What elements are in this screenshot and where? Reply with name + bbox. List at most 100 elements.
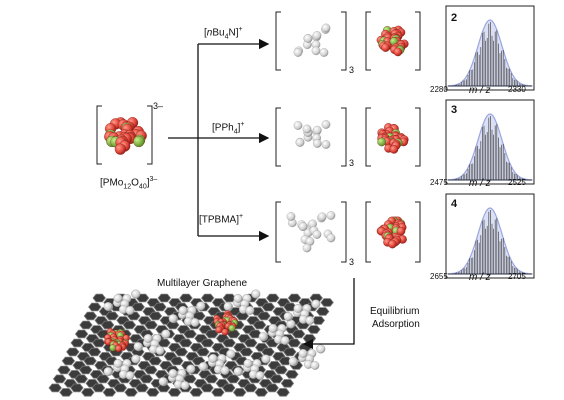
graphene-hexagon [283,347,297,357]
graphene-hexagon [91,383,106,393]
cation-3-end: ] [236,214,240,226]
graphene-hexagon [244,338,258,348]
cation-1-main: Bu [212,27,225,39]
mass-spectra [445,5,535,279]
graphene-hexagon [48,383,62,393]
cluster-model-3 [376,216,407,249]
bracket-subscript-3: 3 [349,257,355,267]
graphene-hexagon [269,374,284,384]
graphene-hexagon [167,388,182,397]
graphene-hexagon [315,307,330,316]
graphene-hexagon [174,347,189,357]
graphene-hexagon [61,356,76,366]
graphene-hexagon [261,347,275,357]
graphene-hexagon [287,293,302,303]
spectrum-3-xmax: 2705 [508,272,526,281]
graphene-hexagon [280,379,295,388]
spectrum-3-number: 4 [451,198,458,210]
spectrum-1-axis-label: m / z [469,85,491,96]
cluster-bracket-right-2 [415,107,421,167]
cation-2-sup: + [240,121,245,128]
graphene-hexagon [170,356,184,366]
graphene-hexagon [88,302,102,312]
spectrum-3-xmin: 2655 [430,272,448,281]
spectrum-1-xmax: 2330 [508,85,526,94]
graphene-hexagon [183,329,197,339]
graphene-hexagon [196,347,210,357]
adsorbed-cation [158,364,196,390]
graphene-hexagon [189,388,203,397]
cation-2-main: PPh [214,122,234,134]
precursor-formula-mid: O [131,177,139,189]
graphene-hexagon [283,302,297,312]
graphene-hexagon [81,388,95,397]
cation-2-end: ] [237,122,241,134]
adsorbed-cation [103,289,141,315]
cation-model-2 [293,120,331,149]
graphene-hexagon [92,338,106,348]
graphene-hexagon [320,298,334,307]
adsorbed-cation [103,354,141,380]
spectrum-3-axis-label: m / z [469,272,491,283]
graphene-hexagon [252,320,267,330]
graphene-hexagon [139,374,154,384]
graphene-hexagon [205,329,219,339]
graphene-hexagon [148,311,163,321]
adsorbed-cation [168,301,206,327]
molecule-brackets [96,11,421,263]
graphene-hexagon [79,320,93,330]
spectrum-envelope-2 [447,113,533,181]
graphene-hexagon [287,338,301,348]
cation-bracket-left-2 [275,107,281,167]
spectrum-2-number: 3 [451,104,458,116]
adsorption-label-line2: Adsorption [372,319,420,330]
cation-label-2: [PPh4]+ [212,121,244,135]
graphene-hexagon [179,293,193,303]
cation-bracket-right-2 [341,107,347,167]
graphene-hexagon [122,320,137,330]
reaction-arrows [168,38,355,350]
cation-1-bracket: [ [204,27,207,39]
cluster-bracket-right-3 [415,201,421,263]
adsorbed-cation [283,299,321,325]
cation-2-bracket: [ [212,122,215,134]
precursor-formula-sup: 3– [149,176,158,183]
adsorbed-cation [288,344,326,370]
precursor-bracket-left [96,105,102,165]
cation-label-1: [nBu4N]+ [204,26,243,40]
graphene-hexagon [276,388,290,397]
graphene-hexagon [83,311,98,321]
adsorption-arrow [302,278,355,350]
graphene-hexagon [146,388,160,397]
adsorbed-cation [198,349,236,375]
precursor-charge: 3– [153,101,164,111]
graphene-hexagon [302,334,317,343]
graphene-hexagon [200,338,215,348]
graphene-hexagon [78,365,93,375]
cluster-bracket-left-1 [365,11,371,71]
cation-bracket-left-3 [275,201,281,263]
graphene-hexagon [83,356,97,366]
cation-1-italic: n [206,27,213,39]
spectrum-1-xmin: 2280 [430,85,448,94]
graphene-hexagon [124,388,138,397]
graphene-hexagon [70,338,84,348]
graphene-hexagon [222,293,237,303]
graphene-hexagon [211,388,225,397]
graphene-hexagon [113,383,128,393]
graphene-hexagon [52,374,67,384]
precursor-formula: [PMo12O40]3– [100,176,157,190]
graphene-hexagon [96,374,110,384]
cation-bracket-left-1 [275,11,281,71]
cation-model-3 [286,211,336,253]
graphene-hexagon [102,388,117,397]
adsorbed-cation [258,319,296,345]
cation-3-sup: + [239,213,244,220]
cluster-bracket-left-2 [365,107,371,167]
adsorbed-cation [233,354,271,380]
adsorbed-cation [133,329,171,355]
precursor-formula-sub1: 12 [123,183,132,191]
graphene-hexagon [254,388,269,397]
cluster-bracket-left-3 [365,201,371,263]
